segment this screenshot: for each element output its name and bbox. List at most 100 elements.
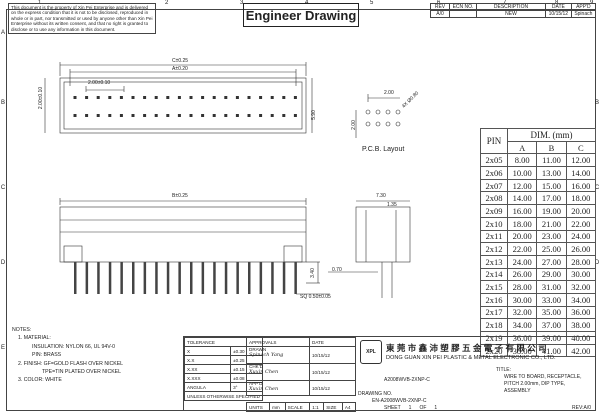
- pcb-dim-b: 2.00: [350, 120, 357, 130]
- dim-value-cell: 30.00: [506, 292, 538, 307]
- rev-label: REV:A/0: [572, 405, 591, 411]
- pin: [236, 262, 239, 294]
- sheet-value: 1: [408, 405, 412, 411]
- pin-square: [235, 96, 239, 99]
- dim-value-cell: 16.00: [506, 204, 538, 218]
- approvals-label: APPROVALS: [246, 337, 310, 347]
- units-value: mm: [269, 402, 286, 412]
- pin-count-cell: 2x10: [480, 216, 508, 231]
- pin-count-cell: 2x12: [480, 242, 508, 256]
- dim-value-cell: 28.00: [506, 280, 538, 294]
- dim-value-cell: 24.00: [565, 229, 597, 244]
- sheet-label: SHEET: [384, 405, 401, 411]
- dim-value-cell: 42.00: [565, 343, 597, 358]
- of-value: 1: [434, 405, 438, 411]
- dim-value-cell: 33.00: [536, 292, 567, 307]
- pin-square: [96, 114, 100, 117]
- col-c-header: C: [565, 140, 597, 155]
- tol-key: ANGULA: [183, 382, 232, 392]
- pin-square: [154, 96, 158, 99]
- pin-square: [270, 96, 274, 99]
- dim-value-cell: 40.00: [565, 331, 597, 345]
- note-line: 1. MATERIAL:: [18, 335, 51, 342]
- pin-square: [177, 96, 181, 99]
- dim-value-cell: 34.00: [565, 292, 597, 307]
- dim-value-cell: 14.00: [565, 166, 597, 180]
- pin-square: [154, 114, 158, 117]
- chkd-label: CHK'D: [249, 364, 263, 369]
- row-letter: C: [594, 185, 600, 191]
- col-number: 3: [240, 0, 244, 6]
- pin-square: [212, 96, 216, 99]
- pin-square: [293, 96, 297, 99]
- front-pins: [74, 262, 297, 294]
- pin-square: [270, 114, 274, 117]
- pin: [201, 262, 205, 294]
- tol-key: X.X: [183, 355, 232, 365]
- pcb-hole: [385, 109, 391, 115]
- pin-square: [108, 114, 112, 117]
- chkd-date: 10/15/12: [309, 363, 356, 381]
- title-line: ASSEMBLY: [504, 388, 531, 394]
- pin-square: [224, 114, 228, 117]
- drawing-no: EN-A2008WVB-2XNP-C: [372, 398, 427, 404]
- front-view: [59, 198, 330, 295]
- dim-value-cell: 16.00: [565, 178, 597, 193]
- pin-count-cell: 2x14: [480, 267, 508, 282]
- dim-b: B±0.25: [172, 193, 188, 199]
- dim-value-cell: 29.00: [536, 267, 567, 282]
- row-letter: A: [0, 30, 5, 36]
- pin-square: [247, 96, 251, 99]
- col-number: 5: [370, 0, 374, 6]
- pin-square: [259, 96, 263, 99]
- title-line: PITCH 2.00mm, DIP TYPE,: [504, 381, 566, 387]
- dim-value-cell: 21.00: [536, 216, 567, 231]
- dim-side-width: 7.30: [376, 193, 386, 199]
- pcb-hole: [395, 109, 401, 115]
- dim-value-cell: 27.00: [536, 254, 567, 269]
- pin: [166, 262, 170, 294]
- pin: [132, 262, 135, 294]
- pin: [259, 262, 263, 294]
- dim-value-cell: 13.00: [536, 166, 567, 180]
- pin: [271, 262, 274, 294]
- dim-pitch: 2.00±0.10: [88, 80, 111, 86]
- title-block: TOLERANCE X±0.30 X.X±0.25 X.XX±0.15 X.XX…: [183, 336, 596, 412]
- pcb-hole: [375, 121, 381, 127]
- pcb-layout: [355, 94, 400, 138]
- pin: [108, 262, 112, 294]
- pin-square: [85, 114, 89, 117]
- note-line: INSULATION: NYLON 66, UL 94V-0: [32, 343, 116, 350]
- dim-value-cell: 24.00: [506, 254, 538, 269]
- tol-key: X: [183, 346, 232, 356]
- pin-square: [119, 96, 123, 99]
- company-name-cn: 東 莞 市 鑫 沛 塑 膠 五 金 電 子 有 限 公 司: [386, 343, 547, 353]
- dim-value-cell: 11.00: [536, 153, 567, 168]
- top-view: [44, 62, 313, 134]
- scale-value: 1:1: [309, 402, 325, 412]
- pin: [155, 262, 158, 294]
- pin-square: [96, 96, 100, 99]
- note-line: PIN: BRASS: [32, 352, 62, 359]
- pin-square: [119, 114, 123, 117]
- pin-square: [166, 96, 170, 99]
- pin-square: [282, 96, 286, 99]
- size-label: SIZE: [323, 402, 343, 412]
- dim-value-cell: 18.00: [506, 216, 538, 231]
- dim-a: A±0.20: [172, 66, 188, 72]
- dim-header: DIM. (mm): [507, 128, 596, 142]
- dim-value-cell: 8.00: [506, 153, 538, 168]
- appd-date: 10/15/12: [309, 380, 356, 396]
- company-name-en: DONG GUAN XIN PEI PLASTIC & METAL ELECTR…: [386, 355, 556, 361]
- pin: [74, 262, 77, 294]
- dim-070: 0.70: [332, 267, 342, 273]
- row-letter: C: [0, 185, 6, 191]
